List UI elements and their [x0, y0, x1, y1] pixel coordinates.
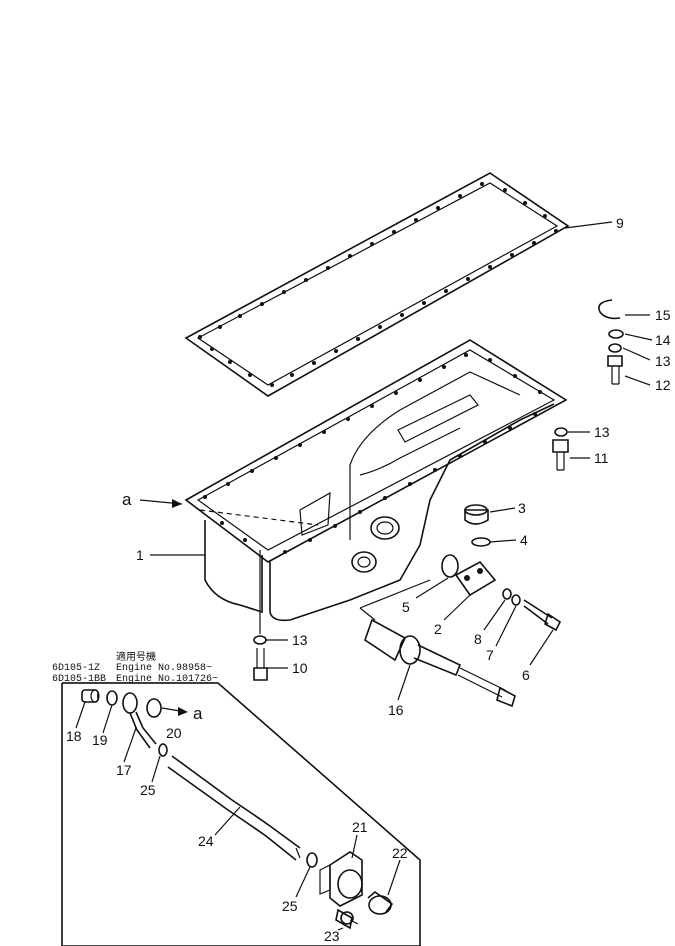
bolt-part-11	[552, 439, 569, 471]
bolt-part-6	[523, 599, 562, 632]
applicability-row-2-engine: Engine No.	[116, 673, 176, 685]
bolt-part-12	[607, 355, 623, 385]
label-8: 8	[474, 631, 482, 647]
part-number-labels: 9 15 14 13 12 13 11 3 4 1 5 2 8 7 6 13 1…	[66, 215, 671, 944]
label-4: 4	[520, 532, 528, 548]
label-17: 17	[116, 762, 132, 778]
label-3: 3	[518, 500, 526, 516]
filter-bracket-part-2	[454, 560, 497, 597]
washer-part-7	[511, 594, 521, 606]
label-1: 1	[136, 547, 144, 563]
o-ring-part-25-upper	[158, 743, 168, 757]
label-19: 19	[92, 732, 108, 748]
leader-lines	[150, 221, 653, 701]
clip-part-15	[598, 299, 621, 320]
connector-part-18	[81, 689, 100, 703]
label-5: 5	[402, 599, 410, 615]
applicability-header: 適用号機	[116, 650, 156, 664]
oil-pan-part-1	[184, 339, 568, 622]
label-7: 7	[486, 647, 494, 663]
washer-part-13-mid	[554, 427, 568, 437]
applicability-row-1-range: 98958~	[176, 663, 212, 674]
strainer-part-16	[359, 579, 516, 708]
o-ring-part-25-lower	[306, 852, 318, 868]
washer-part-8	[502, 588, 512, 600]
label-11: 11	[594, 450, 609, 466]
o-ring-part-20	[146, 698, 162, 718]
label-6: 6	[522, 667, 530, 683]
label-23: 23	[324, 928, 340, 944]
inset-frame	[61, 682, 421, 946]
washer-part-19	[106, 690, 118, 706]
washer-part-13-upper	[608, 343, 622, 353]
label-13b: 13	[594, 424, 610, 440]
applicability-row-2-model: 6D105-1BB	[52, 674, 106, 685]
washer-part-14	[608, 329, 624, 339]
ref-a-inset-label: a	[193, 704, 203, 723]
label-15: 15	[655, 307, 671, 323]
reference-arrow-a-inset	[161, 707, 188, 716]
applicability-row-1-model: 6D105-1Z	[52, 663, 100, 674]
washer-part-13-lower	[253, 635, 267, 645]
applicability-row-2-range: 101726~	[176, 674, 218, 685]
label-25b: 25	[282, 898, 298, 914]
label-20: 20	[166, 725, 182, 741]
label-18: 18	[66, 728, 82, 744]
gasket-part-9	[184, 172, 570, 397]
label-2: 2	[434, 621, 442, 637]
reference-arrow-a-main	[139, 499, 183, 508]
drain-plug-part-22	[367, 890, 394, 915]
o-ring-part-5	[441, 554, 459, 578]
label-25a: 25	[140, 782, 156, 798]
applicability-table: 適用号機 6D105-1Z Engine No. 98958~ 6D105-1B…	[52, 650, 218, 685]
label-13c: 13	[292, 632, 308, 648]
inset-leader-lines	[75, 701, 401, 931]
bolt-part-10	[253, 648, 268, 681]
label-16: 16	[388, 702, 404, 718]
label-22: 22	[392, 845, 408, 861]
applicability-row-1-engine: Engine No.	[116, 662, 176, 674]
ref-a-main-label: a	[122, 490, 132, 509]
label-21: 21	[352, 819, 368, 835]
label-14: 14	[655, 332, 671, 348]
hose-part-24	[167, 755, 301, 861]
label-13a: 13	[655, 353, 671, 369]
o-ring-part-4	[471, 537, 491, 547]
label-10: 10	[292, 660, 308, 676]
label-9: 9	[616, 215, 624, 231]
tube-part-17	[122, 692, 157, 749]
valve-body-part-21	[319, 851, 363, 907]
label-12: 12	[655, 377, 671, 393]
bolt-part-23	[335, 908, 359, 930]
filler-cap-part-3	[464, 504, 489, 525]
label-24: 24	[198, 833, 214, 849]
